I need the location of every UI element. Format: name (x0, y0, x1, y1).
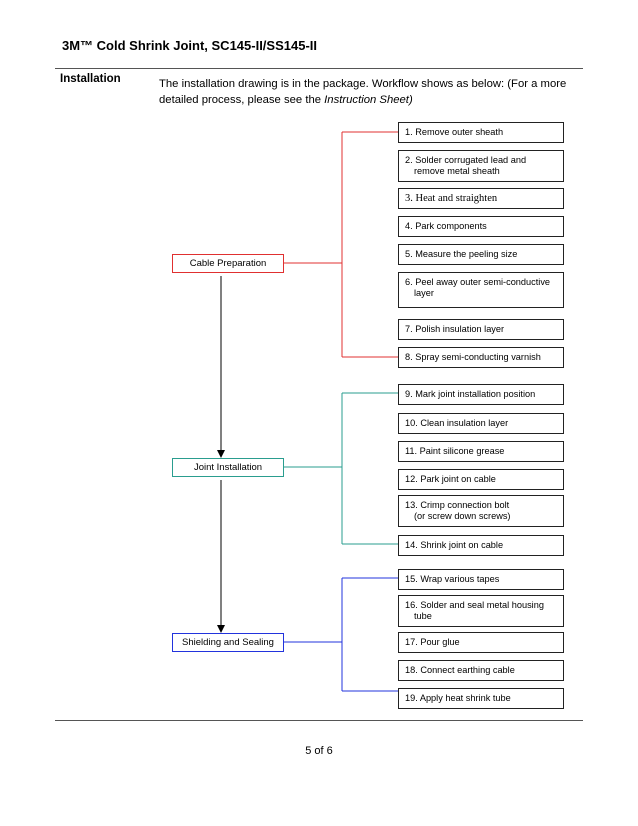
intro-paragraph: The installation drawing is in the packa… (159, 76, 584, 108)
step-text: 17. Pour glue (405, 637, 460, 647)
step-4: 4. Park components (398, 216, 564, 237)
step-text: 6. Peel away outer semi-conductive (405, 277, 551, 287)
step-text: 14. Shrink joint on cable (405, 540, 504, 550)
step-text: 10. Clean insulation layer (405, 418, 509, 428)
shielding-connector (284, 577, 398, 692)
step-text: 9. Mark joint installation position (405, 389, 536, 399)
step-17: 17. Pour glue (398, 632, 564, 653)
group-cable-preparation: Cable Preparation (172, 254, 284, 273)
step-text-cont: layer (414, 288, 434, 298)
group-joint-installation: Joint Installation (172, 458, 284, 477)
step-18: 18. Connect earthing cable (398, 660, 564, 681)
step-11: 11. Paint silicone grease (398, 441, 564, 462)
document-title: 3M™ Cold Shrink Joint, SC145-II/SS145-II (62, 38, 318, 53)
step-8: 8. Spray semi-conducting varnish (398, 347, 564, 368)
step-13: 13. Crimp connection bolt(or screw down … (398, 495, 564, 527)
section-label: Installation (60, 73, 121, 85)
group-shielding-sealing: Shielding and Sealing (172, 633, 284, 652)
step-text: 2. Solder corrugated lead and (405, 155, 527, 165)
step-text: 13. Crimp connection bolt (405, 500, 510, 510)
page-number: 5 of 6 (305, 745, 333, 757)
group-label: Joint Installation (193, 462, 263, 473)
cable-prep-connector (284, 131, 398, 358)
step-text: 5. Measure the peeling size (405, 249, 518, 259)
step-1: 1. Remove outer sheath (398, 122, 564, 143)
step-10: 10. Clean insulation layer (398, 413, 564, 434)
step-7: 7. Polish insulation layer (398, 319, 564, 340)
step-3: 3. Heat and straighten (398, 188, 564, 209)
step-19: 19. Apply heat shrink tube (398, 688, 564, 709)
step-text-cont: (or screw down screws) (414, 511, 511, 521)
intro-text: The installation drawing is in the packa… (159, 78, 567, 106)
header-rule (55, 68, 583, 69)
step-text: 1. Remove outer sheath (405, 127, 504, 137)
step-text: 4. Park components (405, 221, 487, 231)
step-text: 8. Spray semi-conducting varnish (405, 352, 541, 362)
flow-arrows (217, 276, 225, 633)
footer-rule (55, 720, 583, 721)
group-label: Cable Preparation (189, 258, 267, 269)
step-text: 3. Heat and straighten (405, 193, 498, 204)
step-text: 7. Polish insulation layer (405, 324, 505, 334)
step-text: 19. Apply heat shrink tube (405, 693, 511, 703)
step-text: 12. Park joint on cable (405, 474, 496, 484)
instruction-sheet-reference: Instruction Sheet) (324, 94, 413, 106)
group-label: Shielding and Sealing (182, 637, 274, 648)
step-text: 18. Connect earthing cable (405, 665, 515, 675)
step-15: 15. Wrap various tapes (398, 569, 564, 590)
step-12: 12. Park joint on cable (398, 469, 564, 490)
step-text: 16. Solder and seal metal housing (405, 600, 544, 610)
step-text: 15. Wrap various tapes (405, 574, 500, 584)
step-14: 14. Shrink joint on cable (398, 535, 564, 556)
step-text: 11. Paint silicone grease (405, 446, 505, 456)
joint-install-connector (284, 392, 398, 545)
step-text-cont: tube (414, 611, 432, 621)
step-text-cont: remove metal sheath (414, 166, 500, 176)
step-5: 5. Measure the peeling size (398, 244, 564, 265)
step-9: 9. Mark joint installation position (398, 384, 564, 405)
